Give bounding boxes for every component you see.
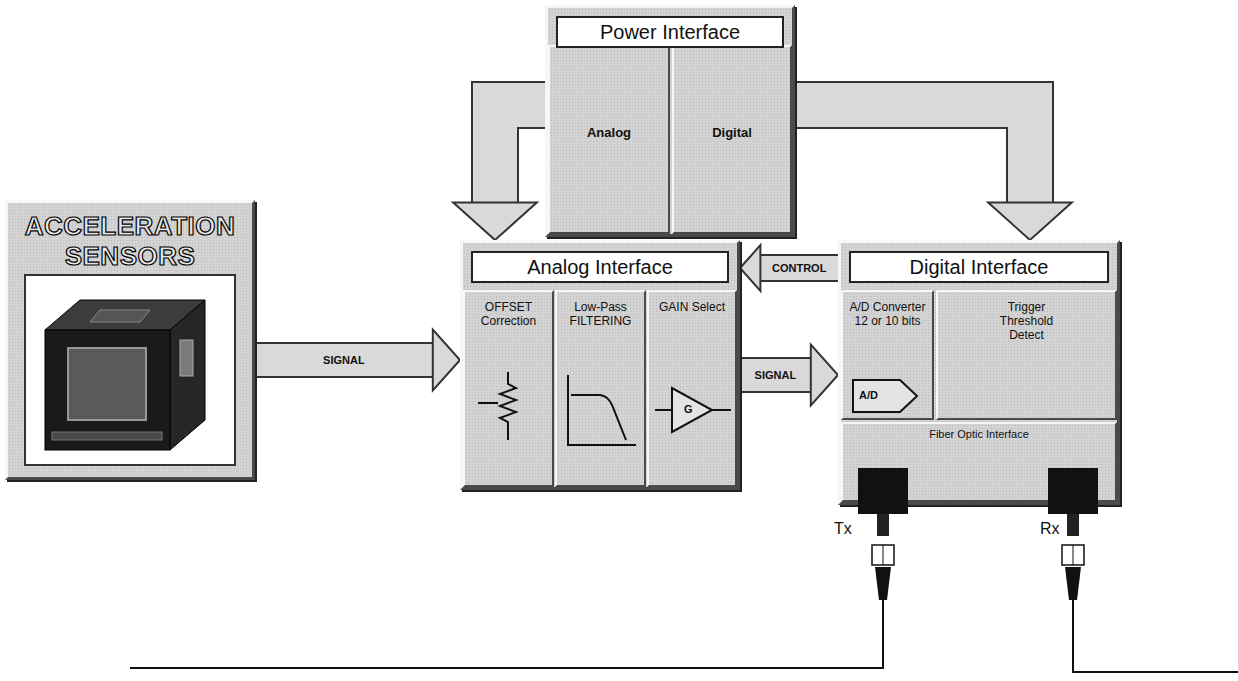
sensor-top [45, 300, 205, 330]
tx-plug-boot [875, 567, 891, 600]
arrow-body [255, 344, 433, 376]
block-arrow [740, 245, 838, 291]
box-heading: Digital Interface [849, 251, 1109, 283]
sensor-top-plate [90, 310, 150, 322]
adc-symbol [853, 380, 917, 412]
box-label: A/D Converter 12 or 10 bits [843, 292, 932, 328]
block-arrow [740, 345, 838, 406]
arrow-outline [760, 254, 838, 282]
arrow-outline [495, 105, 545, 203]
box-label: OFFSET Correction [465, 292, 552, 328]
box-label: ACCELERATION SENSORS [8, 203, 252, 271]
arrow-outline [795, 105, 1030, 203]
port-label: Rx [1040, 520, 1060, 538]
box-heading: Analog Interface [471, 251, 729, 283]
sensor-window [68, 348, 146, 420]
analog-box: Analog InterfaceOFFSET CorrectionLow-Pas… [460, 240, 740, 490]
tx-ferrule [877, 514, 889, 536]
offset-block: OFFSET Correction [463, 290, 554, 487]
sensor-front [45, 330, 170, 450]
power-section: Digital [672, 45, 792, 234]
power-section: Analog [548, 45, 670, 234]
digital-box: Digital InterfaceA/D Converter 12 or 10 … [838, 240, 1120, 505]
sensor-port [180, 340, 193, 376]
sensor-panel: ACCELERATION SENSORS [5, 200, 255, 480]
arrow-head [740, 245, 760, 291]
arrow-label: SIGNAL [753, 369, 799, 381]
trigger-block: Trigger Threshold Detect [936, 290, 1117, 420]
box-label: Fiber Optic Interface [843, 424, 1115, 441]
wiper-line [478, 402, 498, 404]
box-label: Analog [550, 47, 668, 141]
rx-ferrule [1067, 514, 1079, 536]
rx-plug-nut [1062, 545, 1084, 565]
box-label: Trigger Threshold Detect [938, 292, 1115, 342]
arrow-body [740, 359, 811, 391]
amplifier-symbol [672, 388, 712, 432]
arrow-head [453, 203, 537, 240]
arrow-label: SIGNAL [321, 354, 367, 366]
filter-axes [568, 375, 636, 445]
block-arrow [795, 105, 1072, 240]
arrow-label: CONTROL [770, 262, 828, 274]
tx-cable [130, 600, 883, 668]
resistor-symbol [500, 372, 516, 440]
image-panel [25, 275, 235, 465]
rx-cable [1073, 600, 1238, 672]
symbol-label: A/D [859, 389, 878, 401]
tx-plug-line [883, 545, 884, 565]
arrow-body [760, 256, 838, 280]
filter-block: Low-Pass FILTERING [555, 290, 646, 487]
arrow-body [795, 105, 1030, 203]
amp-output [712, 409, 731, 411]
adc-block: A/D Converter 12 or 10 bits [841, 290, 934, 420]
arrow-head [988, 203, 1072, 240]
rx-plug-boot [1065, 567, 1081, 600]
gain-block: GAIN Select [647, 290, 737, 487]
box-label: Digital [674, 47, 790, 141]
arrow-head [433, 330, 460, 391]
fiber-band: Fiber Optic Interface [841, 422, 1117, 502]
box-label: GAIN Select [649, 292, 735, 314]
power-box: Power InterfaceAnalogDigital [545, 5, 795, 237]
tx-plug-nut [872, 545, 894, 565]
block-arrow [255, 330, 460, 391]
port-label: Tx [834, 520, 852, 538]
rx-connector [1048, 468, 1098, 514]
sensor-side [170, 300, 205, 450]
tx-connector [858, 468, 908, 514]
box-heading: Power Interface [556, 16, 784, 48]
box-label: Low-Pass FILTERING [557, 292, 644, 328]
block-arrow [453, 105, 545, 240]
filter-curve [571, 395, 626, 440]
arrow-outline [255, 342, 433, 378]
arrow-head [811, 345, 838, 406]
arrow-outline [740, 357, 811, 393]
arrow-body [495, 105, 545, 203]
sensor-strip [52, 432, 162, 440]
amp-input [655, 409, 672, 411]
symbol-label: G [684, 403, 693, 415]
rx-plug-line [1073, 545, 1074, 565]
